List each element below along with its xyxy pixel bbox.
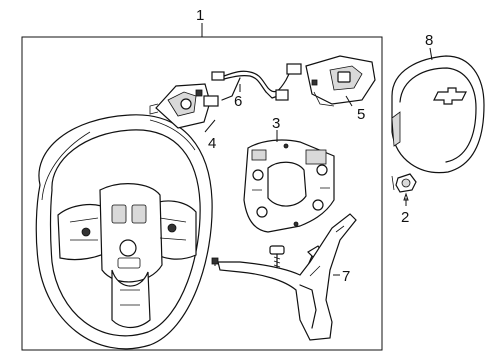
callout-7: 7 [342, 268, 350, 285]
screw-icon [269, 245, 285, 269]
clip-marker [211, 257, 219, 265]
airbag-module-icon [391, 55, 485, 174]
callout-3: 3 [272, 115, 280, 132]
callout-4: 4 [208, 135, 216, 152]
steering-wheel-icon [35, 114, 213, 350]
chevrolet-bowtie-icon [433, 87, 467, 105]
lower-trim-cover-icon [217, 213, 357, 341]
wire-harness-icon [203, 63, 302, 107]
callout-8: 8 [425, 32, 433, 49]
callout-2: 2 [401, 209, 409, 226]
callout-5: 5 [357, 106, 365, 123]
bolt-icon [391, 173, 417, 193]
callout-6: 6 [234, 93, 242, 110]
right-switch-icon [305, 55, 376, 107]
switch-bracket-icon [243, 139, 335, 233]
left-switch-icon [149, 83, 211, 129]
callout-1: 1 [196, 7, 204, 24]
